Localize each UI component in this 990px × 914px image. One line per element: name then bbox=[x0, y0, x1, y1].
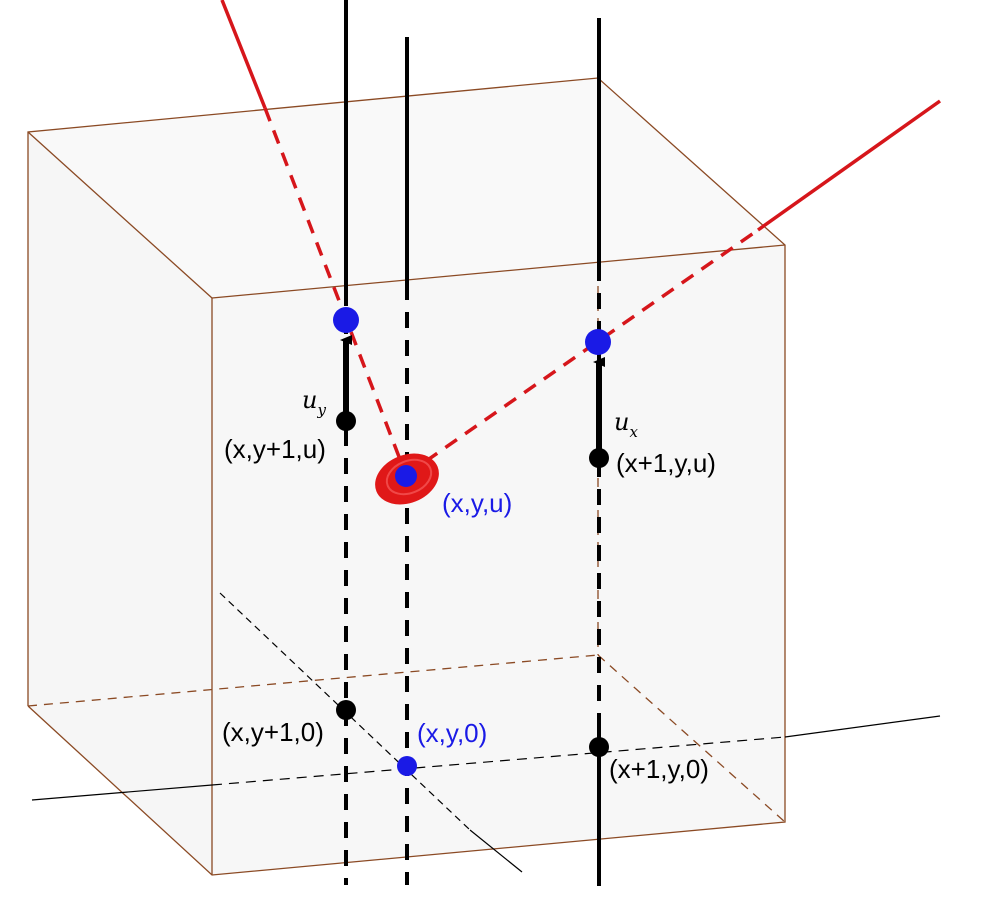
point-x-neighbor-bottom bbox=[589, 737, 609, 757]
ray-left-dashed bbox=[263, 107, 408, 476]
ray-left-solid bbox=[220, 0, 267, 109]
point-center-bottom bbox=[397, 756, 417, 776]
point-x-neighbor-u bbox=[585, 329, 611, 355]
label-x-neighbor-top: (x+1,y,u) bbox=[616, 448, 716, 478]
label-x-neighbor-bottom: (x+1,y,0) bbox=[609, 754, 709, 784]
red-ellipse-blob-ring-icon bbox=[385, 458, 433, 496]
label-y-neighbor-bottom: (x,y+1,0) bbox=[222, 717, 324, 747]
ground-axis-dashed bbox=[211, 736, 786, 786]
ground-diagonal-solid bbox=[469, 829, 523, 873]
point-y-neighbor-bottom bbox=[336, 700, 356, 720]
label-u-x: ux bbox=[614, 408, 638, 441]
ground-axis-solid bbox=[784, 715, 941, 738]
point-y-neighbor-top bbox=[336, 411, 356, 431]
cube-visible-edge bbox=[211, 244, 786, 299]
label-u-y: uy bbox=[302, 386, 326, 419]
point-center-u bbox=[395, 465, 417, 487]
ray-right-solid bbox=[756, 99, 942, 232]
point-x-neighbor-top bbox=[589, 448, 609, 468]
label-center-top: (x,y,u) bbox=[442, 488, 512, 518]
rays bbox=[220, 0, 942, 477]
label-center-bottom: (x,y,0) bbox=[417, 718, 487, 748]
point-y-neighbor-u bbox=[333, 307, 359, 333]
points bbox=[333, 307, 611, 776]
cube-hidden-edge bbox=[597, 654, 786, 823]
label-y-neighbor-top: (x,y+1,u) bbox=[224, 434, 326, 464]
cube-left-face bbox=[28, 132, 212, 875]
cube-front-face bbox=[212, 245, 785, 875]
ground-axis-solid bbox=[31, 784, 213, 801]
cube bbox=[27, 77, 786, 876]
cube-visible-edge bbox=[27, 131, 213, 299]
vectors bbox=[340, 335, 605, 458]
labels: (x,y+1,u) (x,y,u) (x+1,y,u) (x,y+1,0) (x… bbox=[222, 386, 716, 784]
